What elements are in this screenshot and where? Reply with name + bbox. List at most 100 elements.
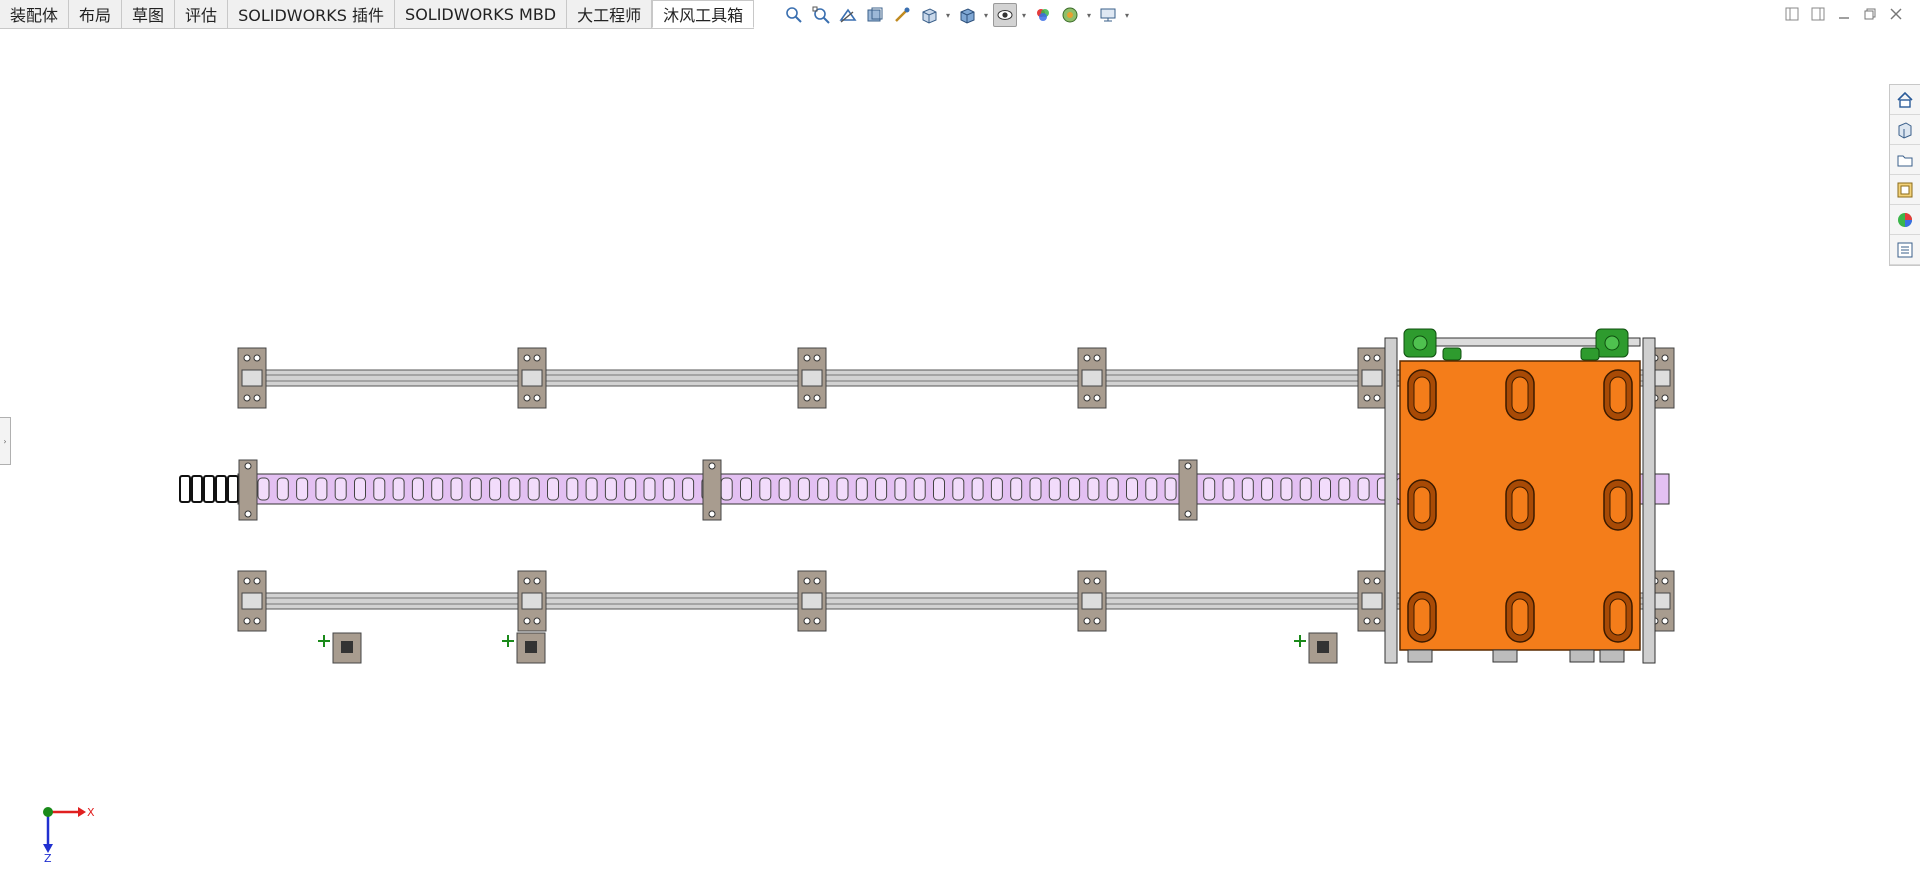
chain-link xyxy=(585,477,598,501)
chain-link xyxy=(1241,477,1254,501)
carriage-slot-1-0 xyxy=(1505,369,1535,421)
chain-support-2 xyxy=(1178,459,1198,521)
feature-tree-flyout-toggle[interactable]: › xyxy=(0,417,11,465)
chain-link xyxy=(875,477,888,501)
rail-bracket-8 xyxy=(1357,347,1387,409)
display-style-icon[interactable] xyxy=(955,3,979,27)
custom-properties-icon[interactable] xyxy=(1890,235,1920,265)
chain-link xyxy=(547,477,559,501)
chain-link xyxy=(1319,477,1331,501)
chain-support-0 xyxy=(238,459,258,521)
view-settings-icon[interactable] xyxy=(1096,3,1120,27)
carriage-wheel-3 xyxy=(1599,649,1625,663)
display-style-dropdown-icon[interactable]: ▾ xyxy=(983,10,988,20)
drive-motor-1 xyxy=(1595,328,1629,358)
chain-link xyxy=(1280,477,1293,501)
tile-left-icon[interactable] xyxy=(1782,4,1802,24)
tab-1[interactable]: 布局 xyxy=(69,0,123,28)
chain-link xyxy=(334,477,347,501)
carriage-slot-0-1 xyxy=(1407,479,1437,531)
dynamic-annotation-icon[interactable] xyxy=(890,3,914,27)
chain-link xyxy=(604,477,617,501)
chain-link xyxy=(913,477,926,501)
hide-show-items-icon[interactable] xyxy=(993,3,1017,27)
design-library-icon[interactable] xyxy=(1890,115,1920,145)
view-triad: X Z xyxy=(43,806,95,862)
chain-link xyxy=(1338,477,1351,501)
chain-link xyxy=(508,477,521,501)
chain-link xyxy=(527,477,540,501)
view-orientation-icon[interactable] xyxy=(917,3,941,27)
chain-link xyxy=(315,477,328,501)
edit-appearance-icon[interactable] xyxy=(1031,3,1055,27)
rail-bracket-3 xyxy=(517,570,547,632)
chain-link xyxy=(354,477,366,501)
previous-view-icon[interactable] xyxy=(836,3,860,27)
chain-link xyxy=(431,477,444,501)
chain-link xyxy=(1357,477,1370,501)
carriage-slot-1-1 xyxy=(1505,479,1535,531)
apply-scene-icon[interactable] xyxy=(1058,3,1082,27)
chain-end-link xyxy=(179,475,191,503)
chain-link xyxy=(1145,477,1158,501)
zoom-to-fit-icon[interactable] xyxy=(782,3,806,27)
restore-icon[interactable] xyxy=(1860,4,1880,24)
chain-link xyxy=(1048,477,1061,501)
sensor-mount-1 xyxy=(502,632,546,664)
x-axis-head xyxy=(78,807,86,817)
view-settings-dropdown-icon[interactable]: ▾ xyxy=(1124,10,1129,20)
hide-show-dropdown-icon[interactable]: ▾ xyxy=(1021,10,1026,20)
carriage-slot-2-2 xyxy=(1603,591,1633,643)
zoom-to-area-icon[interactable] xyxy=(809,3,833,27)
sensor-mount-0 xyxy=(318,632,362,664)
chain-link xyxy=(1087,477,1100,501)
tab-3[interactable]: 评估 xyxy=(175,0,229,28)
window-controls xyxy=(1782,4,1906,24)
chain-link xyxy=(1222,477,1235,501)
rail-bracket-7 xyxy=(1077,570,1107,632)
chain-support-1 xyxy=(702,459,722,521)
section-view-icon[interactable] xyxy=(863,3,887,27)
view-orientation-dropdown-icon[interactable]: ▾ xyxy=(945,10,950,20)
z-axis-head xyxy=(43,844,53,853)
sensor-mount-2 xyxy=(1294,632,1338,664)
rail-bracket-2 xyxy=(517,347,547,409)
carriage-slot-2-0 xyxy=(1603,369,1633,421)
close-icon[interactable] xyxy=(1886,4,1906,24)
minimize-icon[interactable] xyxy=(1834,4,1854,24)
tile-right-icon[interactable] xyxy=(1808,4,1828,24)
chain-end-link xyxy=(203,475,215,503)
tab-2[interactable]: 草图 xyxy=(122,0,176,28)
small-motor-0 xyxy=(1442,347,1462,361)
chain-link xyxy=(624,477,637,501)
tab-4[interactable]: SOLIDWORKS 插件 xyxy=(228,0,396,28)
tab-7[interactable]: 沐风工具箱 xyxy=(652,0,755,28)
tab-6[interactable]: 大工程师 xyxy=(567,0,653,28)
rail-bracket-1 xyxy=(237,570,267,632)
file-explorer-icon[interactable] xyxy=(1890,145,1920,175)
carriage-wheel-2 xyxy=(1569,649,1595,663)
chain-link xyxy=(662,477,675,501)
chain-link xyxy=(817,477,830,501)
tab-0[interactable]: 装配体 xyxy=(0,0,70,28)
chain-end-tab xyxy=(1654,473,1670,505)
home-icon[interactable] xyxy=(1890,85,1920,115)
carriage-left-plate xyxy=(1384,337,1398,664)
carriage-slot-2-1 xyxy=(1603,479,1633,531)
chain-link xyxy=(1106,477,1119,501)
apply-scene-dropdown-icon[interactable]: ▾ xyxy=(1086,10,1091,20)
rail-bracket-0 xyxy=(237,347,267,409)
chain-link xyxy=(1261,477,1274,501)
small-motor-1 xyxy=(1580,347,1600,361)
carriage-wheel-0 xyxy=(1407,649,1433,663)
appearances-icon[interactable] xyxy=(1890,205,1920,235)
chain-end-link xyxy=(215,475,227,503)
drive-motor-0 xyxy=(1403,328,1437,358)
x-axis-label: X xyxy=(87,806,95,819)
tab-5[interactable]: SOLIDWORKS MBD xyxy=(395,0,568,28)
chain-link xyxy=(855,477,868,501)
sensor-mounts xyxy=(318,632,1338,664)
view-palette-icon[interactable] xyxy=(1890,175,1920,205)
